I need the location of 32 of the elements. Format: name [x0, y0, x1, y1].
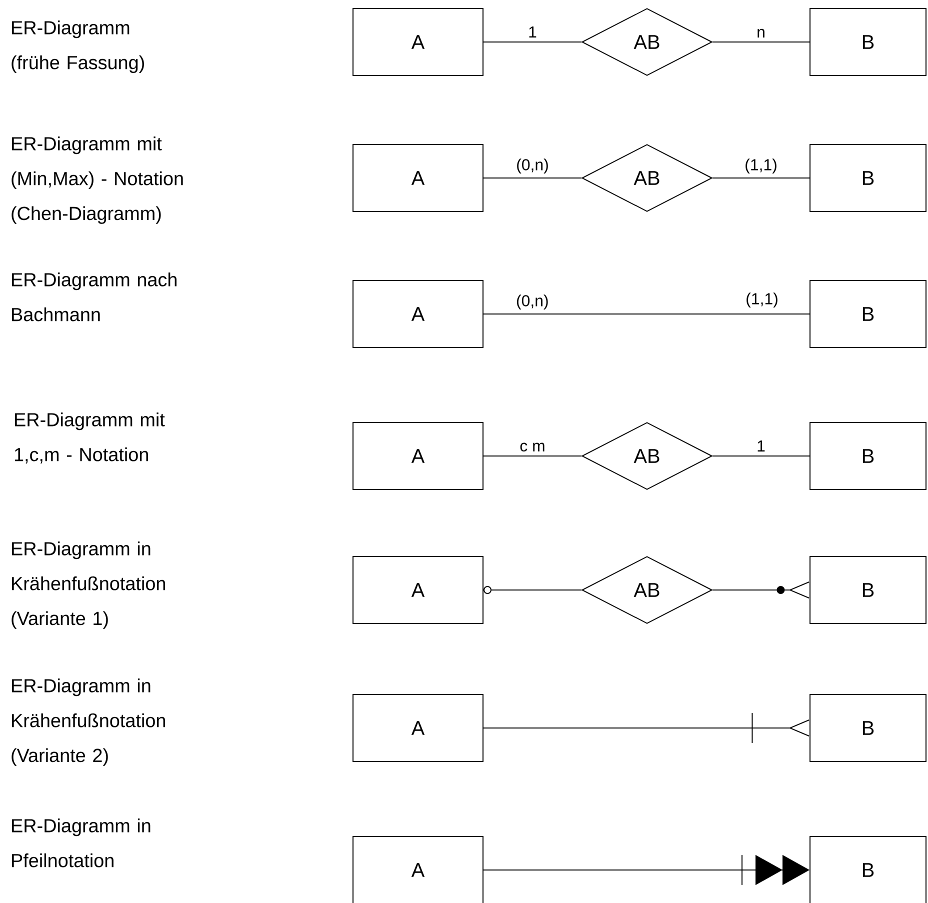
- edge-label: c m: [518, 442, 546, 452]
- edge-label: n: [756, 28, 766, 38]
- row-caption: ER-Diagramm mit 1,c,m - Notation: [14, 412, 165, 464]
- entity-box: A: [352, 422, 484, 490]
- edge-label: (0,n): [515, 158, 550, 174]
- entity-box: A: [352, 836, 484, 903]
- row-caption: ER-Diagramm in Krähenfußnotation (Variante 2): [12, 678, 165, 766]
- entity-box: B: [810, 836, 926, 903]
- entity-box: B: [810, 556, 926, 624]
- row-caption: ER-Diagramm nach Bachmann: [12, 272, 176, 322]
- entity-box: A: [352, 694, 484, 762]
- connector: [483, 712, 810, 744]
- edge-label: (0,n): [515, 294, 550, 310]
- connector: [483, 586, 582, 594]
- entity-box: A: [352, 280, 484, 348]
- entity-box: B: [810, 422, 926, 490]
- entity-box: B: [810, 694, 926, 762]
- row-caption: ER-Diagramm (frühe Fassung): [12, 20, 144, 73]
- entity-box: A: [352, 144, 484, 212]
- entity-box: A: [352, 556, 484, 624]
- entity-box: B: [810, 144, 926, 212]
- connector: [712, 582, 810, 598]
- entity-box: B: [810, 8, 926, 76]
- row-caption: ER-Diagramm in Krähenfußnotation (Variante 1): [12, 542, 165, 629]
- row-caption: ER-Diagramm in Pfeilnotation: [12, 818, 150, 868]
- cardinality-label: (1,1): [744, 292, 780, 308]
- edge-label: (1,1): [744, 158, 778, 174]
- edge-label: 1: [527, 26, 538, 38]
- edge-label: 1: [756, 440, 766, 452]
- entity-box: A: [352, 8, 484, 76]
- row-caption: ER-Diagramm mit (Min,Max) - Notation (Chen-Diagramm): [12, 136, 183, 224]
- entity-box: B: [810, 280, 926, 348]
